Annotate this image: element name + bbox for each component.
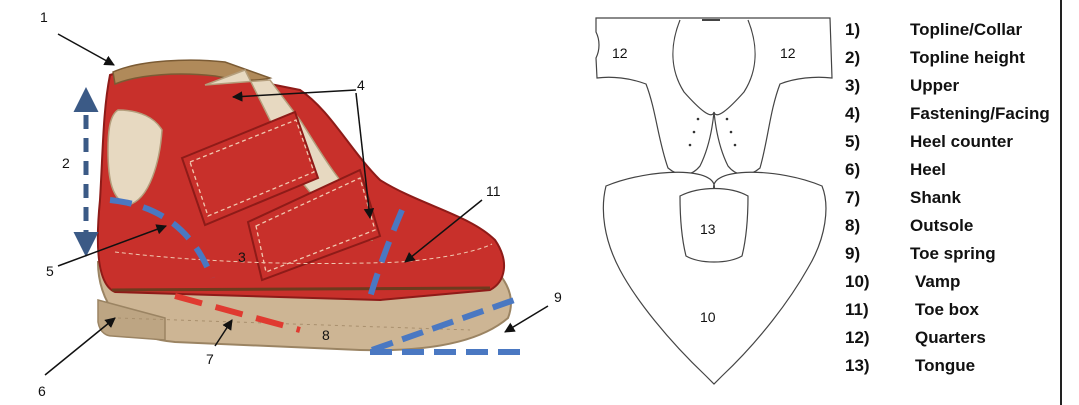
callout-7: 7	[206, 351, 214, 367]
callout-11: 11	[486, 183, 501, 199]
legend-term: Topline height	[910, 48, 1025, 68]
legend-term: Vamp	[915, 272, 960, 292]
legend-num: 1)	[845, 20, 860, 40]
callout-2: 2	[62, 155, 70, 171]
callout-9: 9	[554, 289, 562, 305]
legend-num: 6)	[845, 160, 860, 180]
legend-term: Outsole	[910, 216, 973, 236]
legend-term: Toe spring	[910, 244, 996, 264]
legend-num: 9)	[845, 244, 860, 264]
arrow-9	[505, 306, 548, 332]
legend-num: 12)	[845, 328, 870, 348]
pattern-label-quarters-right: 12	[780, 45, 796, 61]
legend-term: Toe box	[915, 300, 979, 320]
callout-8: 8	[322, 327, 330, 343]
arrow-6	[45, 318, 115, 375]
legend-num: 13)	[845, 356, 870, 376]
legend-num: 3)	[845, 76, 860, 96]
legend-term: Topline/Collar	[910, 20, 1022, 40]
legend-num: 5)	[845, 132, 860, 152]
legend-term: Heel counter	[910, 132, 1013, 152]
flat-pattern	[596, 18, 832, 384]
pattern-quarters	[596, 18, 832, 175]
pattern-label-vamp: 10	[700, 309, 716, 325]
legend-num: 2)	[845, 48, 860, 68]
callout-3: 3	[238, 249, 246, 265]
pattern-label-quarters-left: 12	[612, 45, 628, 61]
arrow-1	[58, 34, 114, 65]
legend-term: Tongue	[915, 356, 975, 376]
callout-6: 6	[38, 383, 46, 399]
legend-num: 10)	[845, 272, 870, 292]
legend-term: Shank	[910, 188, 961, 208]
legend-term: Upper	[910, 76, 959, 96]
legend-num: 8)	[845, 216, 860, 236]
callout-4: 4	[357, 77, 365, 93]
legend-num: 4)	[845, 104, 860, 124]
callout-1: 1	[40, 9, 48, 25]
right-edge-rule	[1060, 0, 1062, 405]
shoe-illustration	[98, 60, 511, 350]
legend-term: Quarters	[915, 328, 986, 348]
callout-5: 5	[46, 263, 54, 279]
legend-num: 11)	[845, 300, 869, 320]
pattern-label-tongue: 13	[700, 221, 716, 237]
legend-term: Heel	[910, 160, 946, 180]
legend-term: Fastening/Facing	[910, 104, 1050, 124]
legend-num: 7)	[845, 188, 860, 208]
